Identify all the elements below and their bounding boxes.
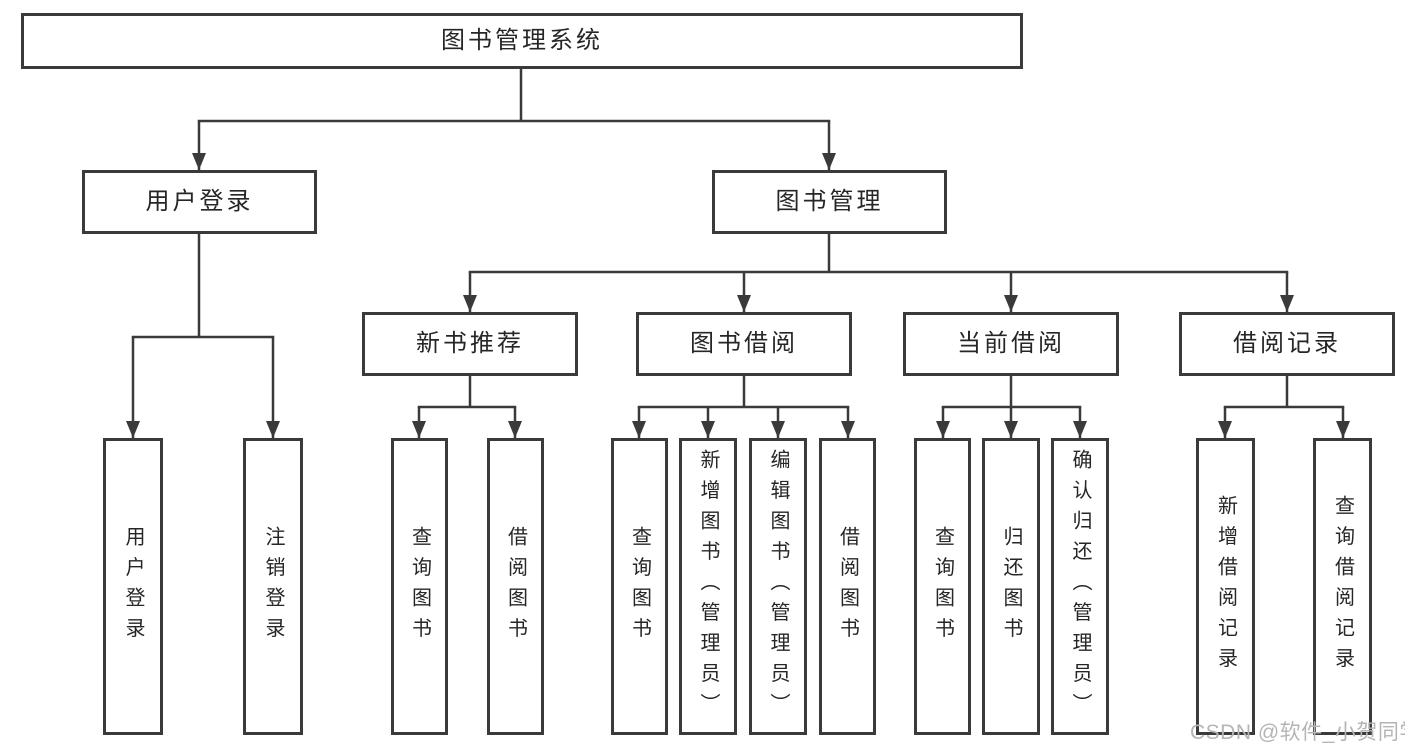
leaf-return-books-label: 归还图书 [1000, 525, 1022, 648]
leaf-logout: 注销登录 [243, 438, 303, 735]
leaf-borrow-books-label: 借阅图书 [504, 525, 527, 648]
leaf-query-books: 查询图书 [914, 438, 971, 735]
node-current-borrowing: 当前借阅 [903, 312, 1119, 376]
leaf-query-books-label: 查询图书 [931, 525, 954, 648]
leaf-query-books-label: 查询图书 [628, 525, 651, 648]
node-library-system-label: 图书管理系统 [441, 27, 603, 54]
node-book-borrowing-label: 图书借阅 [690, 330, 798, 357]
leaf-borrow-books: 借阅图书 [819, 438, 876, 735]
leaf-edit-books-admin: 编辑图书（管理员） [749, 438, 807, 735]
node-borrowing-records: 借阅记录 [1179, 312, 1395, 376]
leaf-edit-books-admin-label: 编辑图书（管理员） [767, 449, 789, 724]
leaf-query-books: 查询图书 [611, 438, 668, 735]
leaf-add-books-admin-label: 新增图书（管理员） [697, 449, 719, 724]
leaf-user-login-label: 用户登录 [122, 525, 144, 648]
leaf-add-books-admin: 新增图书（管理员） [679, 438, 737, 735]
watermark: CSDN @软件_小贺同学 [1190, 721, 1405, 744]
leaf-query-borrow-record: 查询借阅记录 [1313, 438, 1372, 735]
node-current-borrowing-label: 当前借阅 [957, 330, 1065, 357]
leaf-query-books: 查询图书 [391, 438, 448, 735]
leaf-confirm-return-admin-label: 确认归还（管理员） [1069, 449, 1091, 724]
leaf-logout-label: 注销登录 [262, 525, 284, 648]
leaf-borrow-books-label: 借阅图书 [836, 525, 859, 648]
leaf-add-borrow-record: 新增借阅记录 [1196, 438, 1255, 735]
leaf-query-books-label: 查询图书 [408, 525, 431, 648]
node-user-login: 用户登录 [82, 170, 317, 234]
node-new-book-recommend-label: 新书推荐 [416, 330, 524, 357]
leaf-query-borrow-record-label: 查询借阅记录 [1331, 495, 1354, 678]
node-user-login-label: 用户登录 [145, 188, 254, 215]
node-borrowing-records-label: 借阅记录 [1233, 330, 1341, 357]
node-library-system: 图书管理系统 [21, 13, 1023, 69]
node-book-management-label: 图书管理 [775, 188, 884, 215]
node-new-book-recommend: 新书推荐 [362, 312, 578, 376]
leaf-user-login: 用户登录 [103, 438, 163, 735]
leaf-borrow-books: 借阅图书 [487, 438, 544, 735]
node-book-borrowing: 图书借阅 [636, 312, 852, 376]
node-book-management: 图书管理 [712, 170, 947, 234]
leaf-confirm-return-admin: 确认归还（管理员） [1051, 438, 1109, 735]
leaf-return-books: 归还图书 [982, 438, 1040, 735]
leaf-add-borrow-record-label: 新增借阅记录 [1214, 495, 1237, 678]
